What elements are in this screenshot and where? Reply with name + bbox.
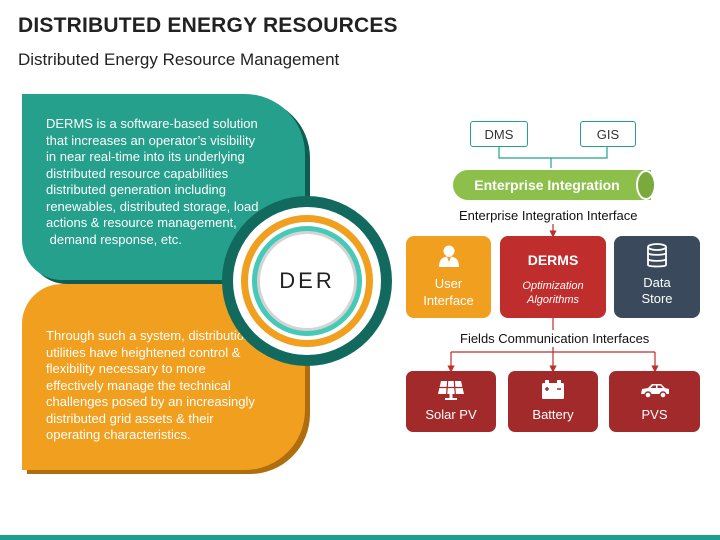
battery-tile: Battery bbox=[508, 371, 598, 432]
description-line: DERMS is a software-based solution bbox=[46, 116, 258, 131]
der-center-label: DER bbox=[257, 231, 357, 331]
data-store-line2: Store bbox=[641, 291, 673, 306]
description-line: that increases an operator’s visibility bbox=[46, 132, 256, 148]
derms-subtitle: Optimization Algorithms bbox=[500, 279, 606, 307]
device-label: PVS bbox=[641, 407, 668, 422]
derms-title: DERMS bbox=[527, 252, 579, 268]
enterprise-integration-bar: Enterprise Integration bbox=[453, 170, 651, 200]
user-interface-line1: User bbox=[434, 276, 463, 291]
derms-tile: DERMS Optimization Algorithms bbox=[500, 236, 606, 318]
gis-box: GIS bbox=[580, 121, 636, 147]
benefits-line: distributed grid assets & their bbox=[46, 410, 214, 426]
description-line: in near real-time into its underlying bbox=[46, 149, 245, 164]
benefits-line: flexibility necessary to more bbox=[46, 361, 206, 376]
database-icon bbox=[647, 243, 667, 268]
dms-box: DMS bbox=[470, 121, 528, 147]
fields-interfaces-label: Fields Communication Interfaces bbox=[460, 331, 650, 346]
pvs-tile: PVS bbox=[609, 371, 700, 432]
dms-gis-connector bbox=[498, 147, 608, 159]
derms-sub-line1: Optimization bbox=[522, 280, 584, 292]
description-line: demand response, etc. bbox=[46, 231, 182, 247]
bottom-accent-bar bbox=[0, 535, 720, 540]
enterprise-interface-label: Enterprise Integration Interface bbox=[459, 208, 638, 223]
description-line: distributed resource capabilities bbox=[46, 165, 229, 181]
benefits-line: utilities have heightened control & bbox=[46, 344, 241, 360]
page-title: DISTRIBUTED ENERGY RESOURCES bbox=[18, 14, 398, 37]
description-line: actions & resource management, bbox=[46, 215, 237, 230]
benefits-line: operating characteristics. bbox=[46, 427, 191, 442]
user-interface-tile: User Interface bbox=[406, 236, 491, 318]
car-icon bbox=[640, 384, 669, 399]
data-store-tile: Data Store bbox=[614, 236, 700, 318]
benefits-line: Through such a system, distribution bbox=[46, 328, 252, 343]
user-interface-line2: Interface bbox=[423, 293, 474, 308]
device-label: Solar PV bbox=[425, 407, 477, 422]
device-label: Battery bbox=[532, 407, 574, 422]
data-store-line1: Data bbox=[643, 275, 671, 290]
benefits-line: challenges posed by an increasingly bbox=[46, 394, 255, 409]
solar-pv-tile: Solar PV bbox=[406, 371, 496, 432]
derms-sub-line2: Algorithms bbox=[527, 294, 579, 306]
user-icon bbox=[438, 245, 459, 267]
description-line: renewables, distributed storage, load bbox=[46, 198, 259, 214]
enterprise-integration-cap bbox=[636, 170, 656, 200]
benefits-line: effectively manage the technical bbox=[46, 377, 231, 393]
battery-icon bbox=[542, 380, 564, 399]
page-subtitle: Distributed Energy Resource Management bbox=[18, 50, 340, 69]
description-line: distributed generation including bbox=[46, 182, 226, 197]
solar-panel-icon bbox=[438, 380, 464, 400]
